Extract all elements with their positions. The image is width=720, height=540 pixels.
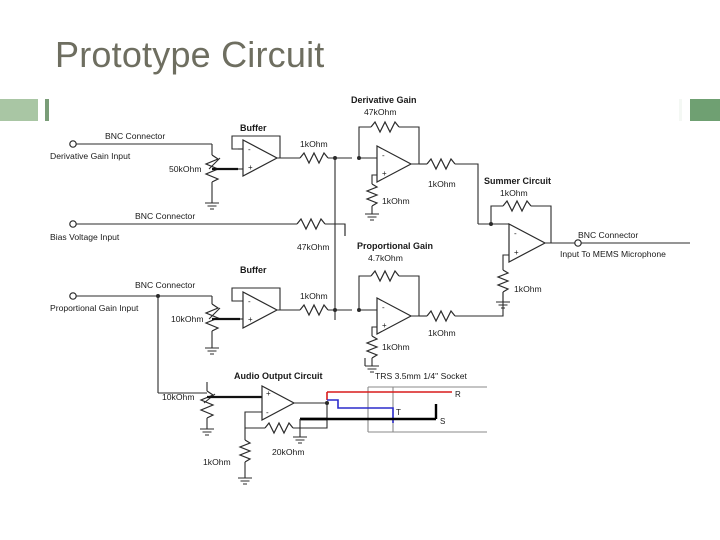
summer-circuit-title: Summer Circuit <box>484 176 551 186</box>
derivative-gain-value: 47kOhm <box>364 107 396 117</box>
buffer-top-label: Buffer <box>240 123 267 133</box>
decorative-bar-right <box>690 99 720 121</box>
trs-socket-label: TRS 3.5mm 1/4" Socket <box>375 371 467 381</box>
pot-deriv-value: 50kOhm <box>169 164 201 174</box>
opamp-plus-sign: + <box>266 389 271 398</box>
trs-r-label: R <box>455 390 461 399</box>
trs-t-label: T <box>396 408 401 417</box>
bnc-top-terminal <box>69 140 77 148</box>
opamp-plus-sign: + <box>248 163 253 172</box>
buffer-top-opamp <box>242 139 279 177</box>
decorative-tick-left <box>45 99 49 121</box>
r-buf-bot-out-value: 1kOhm <box>300 291 328 301</box>
derivative-opamp <box>376 145 413 183</box>
opamp-plus-sign: + <box>382 169 387 178</box>
r-prop-out-value: 1kOhm <box>428 328 456 338</box>
r-audio-fb-value: 20kOhm <box>272 447 304 457</box>
decorative-tick-right <box>679 99 682 121</box>
r-audio-gnd-value: 1kOhm <box>203 457 231 467</box>
summer-circuit-value: 1kOhm <box>500 188 528 198</box>
opamp-minus-sign: - <box>382 303 385 312</box>
derivative-gain-title: Derivative Gain <box>351 95 417 105</box>
bnc-mid-signal-label: Bias Voltage Input <box>50 232 120 242</box>
bnc-out-label: BNC Connector <box>578 230 638 240</box>
opamp-plus-sign: + <box>382 321 387 330</box>
opamp-minus-sign: - <box>514 229 517 238</box>
opamp-minus-sign: - <box>248 297 251 306</box>
bnc-mid-label: BNC Connector <box>135 211 195 221</box>
junction-dot <box>333 308 337 312</box>
r-buf-top-out-value: 1kOhm <box>300 139 328 149</box>
opamp-plus-sign: + <box>248 315 253 324</box>
r-summer-plus-value: 1kOhm <box>514 284 542 294</box>
trs-s-label: S <box>440 417 445 426</box>
r-deriv-out-value: 1kOhm <box>428 179 456 189</box>
opamp-minus-sign: - <box>266 408 269 417</box>
opamp-minus-sign: - <box>248 145 251 154</box>
r-mid-series-value: 47kOhm <box>297 242 329 252</box>
buffer-bottom-opamp <box>242 291 279 329</box>
ground-symbol <box>205 202 219 210</box>
bnc-top-signal-label: Derivative Gain Input <box>50 151 131 161</box>
bnc-out-signal-label: Input To MEMS Microphone <box>560 249 666 259</box>
bnc-mid-terminal <box>69 220 77 228</box>
page-title: Prototype Circuit <box>55 34 325 75</box>
r-prop-plus-value: 1kOhm <box>382 342 410 352</box>
proportional-gain-title: Proportional Gain <box>357 241 433 251</box>
audio-output-title: Audio Output Circuit <box>234 371 322 381</box>
bnc-low-signal-label: Proportional Gain Input <box>50 303 139 313</box>
proportional-gain-value: 4.7kOhm <box>368 253 403 263</box>
pot-prop-value: 10kOhm <box>171 314 203 324</box>
summer-opamp <box>508 223 547 263</box>
opamp-plus-sign: + <box>514 248 519 257</box>
junction-dot <box>333 156 337 160</box>
junction-dot <box>325 401 329 405</box>
decorative-bar-left <box>0 99 38 121</box>
bnc-out-terminal <box>574 239 582 247</box>
bnc-low-label: BNC Connector <box>135 280 195 290</box>
pot-audio-value: 10kOhm <box>162 392 194 402</box>
opamp-minus-sign: - <box>382 151 385 160</box>
r-deriv-plus-value: 1kOhm <box>382 196 410 206</box>
buffer-bottom-label: Buffer <box>240 265 267 275</box>
junction-dot <box>156 294 160 298</box>
bnc-top-label: BNC Connector <box>105 131 165 141</box>
bnc-low-terminal <box>69 292 77 300</box>
proportional-opamp <box>376 297 413 335</box>
audio-opamp <box>261 385 296 421</box>
